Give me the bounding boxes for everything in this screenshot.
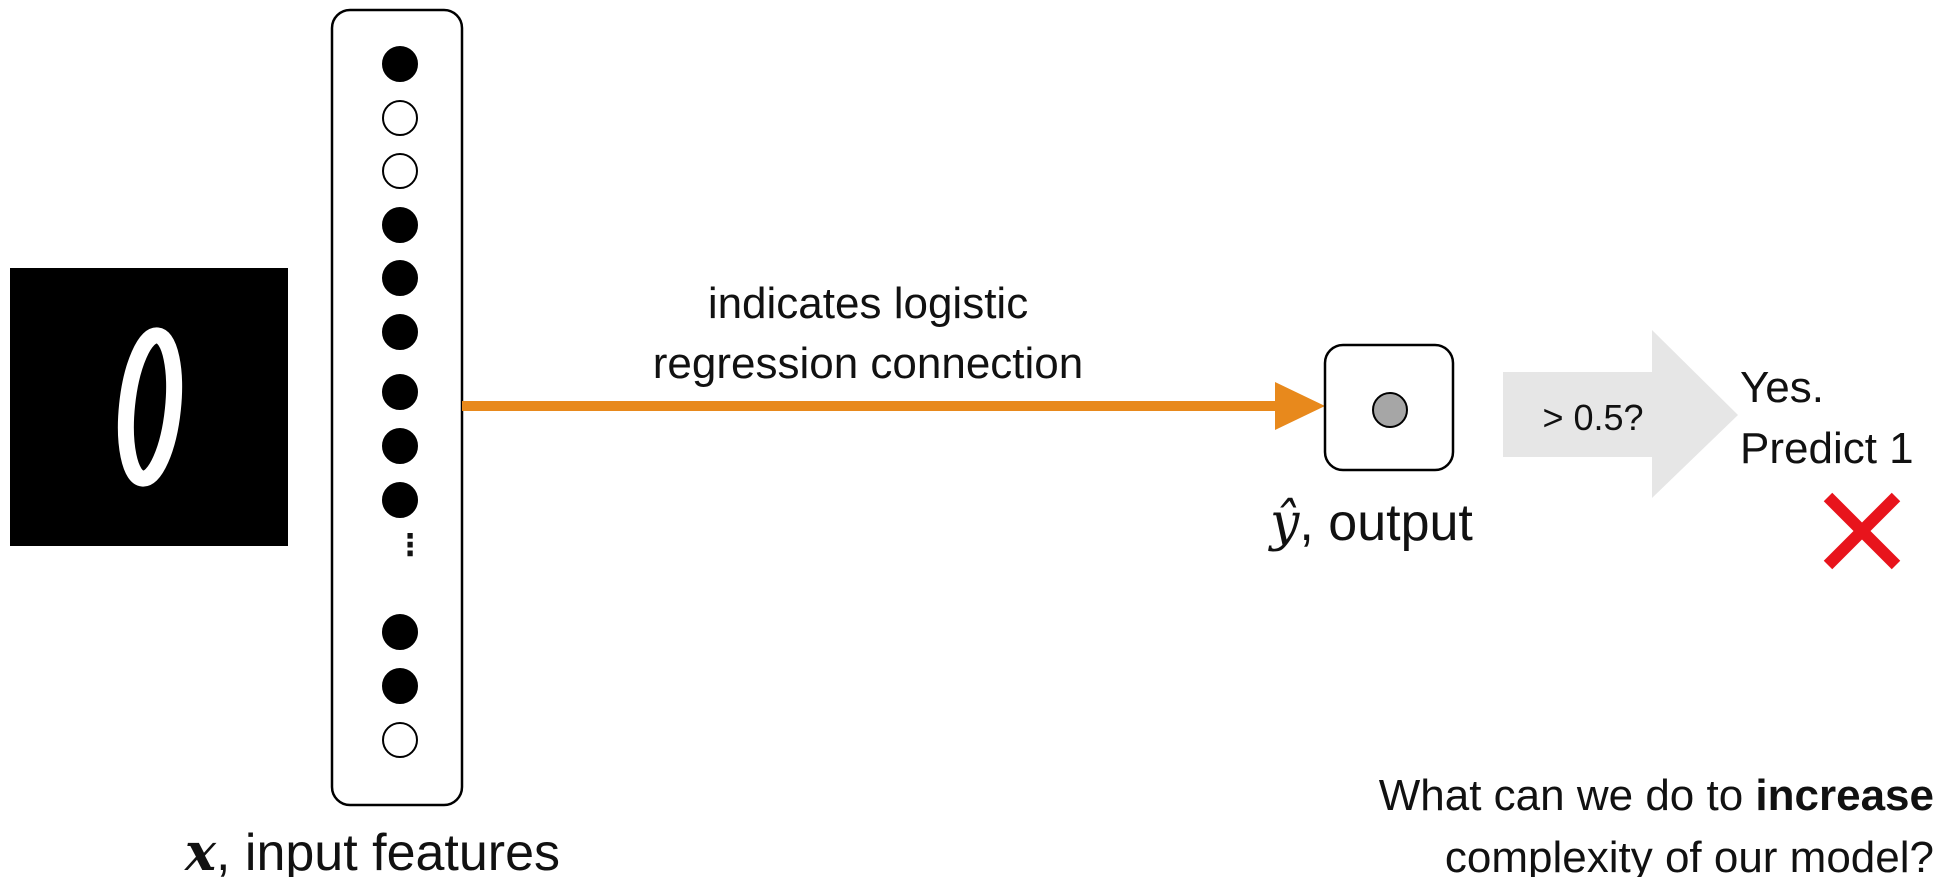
input-ellipsis: ⋮ bbox=[395, 529, 425, 562]
output-node bbox=[1372, 392, 1408, 428]
arrow-label-line1: indicates logistic bbox=[708, 279, 1028, 328]
arrow-label-line2: regression connection bbox=[653, 339, 1083, 388]
prediction-line1: Yes. bbox=[1740, 363, 1824, 412]
output-symbol: ŷ bbox=[1268, 493, 1300, 553]
threshold-arrow bbox=[1503, 330, 1738, 498]
question-emphasis: increase bbox=[1755, 771, 1934, 820]
logistic-regression-arrow bbox=[462, 382, 1325, 430]
input-node-filled bbox=[382, 614, 418, 650]
input-node-empty bbox=[382, 153, 418, 189]
question-line2: complexity of our model? bbox=[1445, 833, 1934, 877]
digit-zero-image bbox=[10, 268, 288, 546]
output-label-text: , output bbox=[1299, 494, 1473, 552]
input-node-filled bbox=[382, 482, 418, 518]
input-node-filled bbox=[382, 374, 418, 410]
input-node-filled bbox=[382, 207, 418, 243]
input-label: x, input features bbox=[184, 822, 560, 877]
input-symbol: x bbox=[184, 822, 217, 877]
input-node-empty bbox=[382, 100, 418, 136]
input-node-filled bbox=[382, 46, 418, 82]
prediction-line2: Predict 1 bbox=[1740, 424, 1914, 473]
input-label-text: , input features bbox=[216, 824, 560, 877]
question-text: What can we do to bbox=[1379, 771, 1756, 820]
input-node-filled bbox=[382, 314, 418, 350]
threshold-label: > 0.5? bbox=[1542, 397, 1643, 438]
input-node-filled bbox=[382, 428, 418, 464]
input-node-empty bbox=[382, 722, 418, 758]
red-x-icon bbox=[1823, 492, 1901, 570]
question-line1: What can we do to increase bbox=[1379, 771, 1934, 820]
input-node-filled bbox=[382, 260, 418, 296]
input-nodes bbox=[382, 46, 418, 758]
input-node-filled bbox=[382, 668, 418, 704]
output-label: ŷ, output bbox=[1268, 493, 1473, 553]
